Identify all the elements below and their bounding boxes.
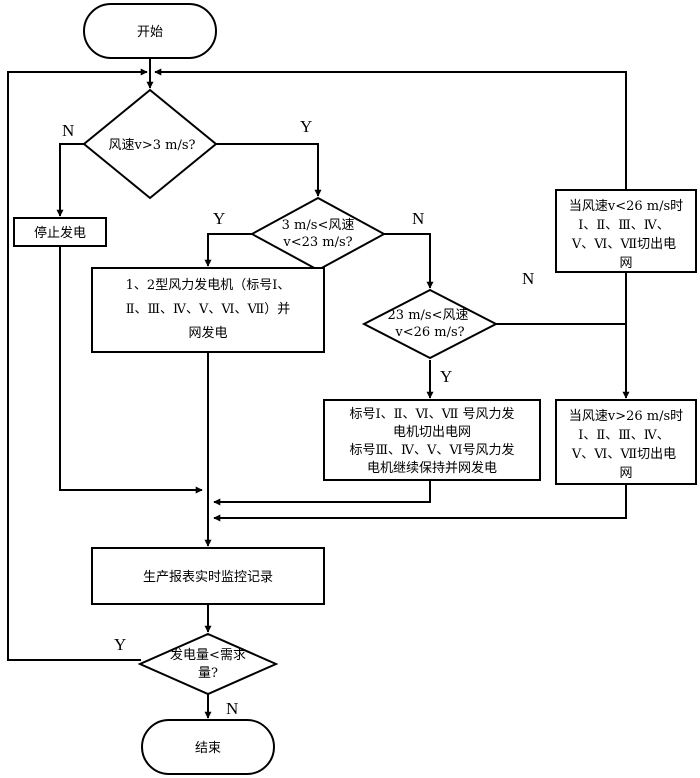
loop-right-return xyxy=(154,68,627,190)
decision-wind-over-3-label: 风速v>3 m/s? xyxy=(109,138,196,153)
decision-wind-3-to-23-line1: 3 m/s<风速 xyxy=(282,218,355,233)
end-node: 结束 xyxy=(141,719,275,775)
decision-demand: 发电量<需求 量? xyxy=(137,632,279,696)
label-demand-yes: Y xyxy=(114,635,126,654)
label-check3-yes: Y xyxy=(300,117,312,136)
start-label: 开始 xyxy=(137,25,163,40)
arrow-check26-no xyxy=(496,323,630,399)
arrow-check23-yes xyxy=(204,233,252,267)
arrow-stopgen-merge xyxy=(59,246,203,494)
process-production-report-label: 生产报表实时监控记录 xyxy=(143,570,273,585)
process-all-grid-generation-line3: 网发电 xyxy=(188,325,227,341)
loop-demand-yes xyxy=(7,68,148,661)
process-partial-cut-out: 标号Ⅰ、Ⅱ、Ⅵ、Ⅶ 号风力发 电机切出电网 标号Ⅲ、Ⅳ、Ⅴ、Ⅵ号风力发 电机继续… xyxy=(323,399,541,481)
process-production-report: 生产报表实时监控记录 xyxy=(91,547,325,605)
process-partial-cut-out-line3: 标号Ⅲ、Ⅳ、Ⅴ、Ⅵ号风力发 xyxy=(350,442,515,458)
arrow-check3-yes xyxy=(216,143,322,197)
arrow-check23-no xyxy=(384,233,434,289)
branch-labels: N Y Y N N Y Y N xyxy=(62,117,534,718)
label-check26-yes: Y xyxy=(440,367,452,386)
process-cut-out-above-26-line2: Ⅰ、Ⅱ、Ⅲ、Ⅳ、 xyxy=(578,428,670,443)
process-cut-out-above-26: 当风速v>26 m/s时 Ⅰ、Ⅱ、Ⅲ、Ⅳ、 Ⅴ、Ⅵ、Ⅶ切出电 网 xyxy=(555,399,697,485)
decision-wind-3-to-23-line2: v<23 m/s? xyxy=(282,235,352,250)
arrow-partialcut-merge xyxy=(213,480,431,506)
decision-demand-line2: 量? xyxy=(198,666,218,681)
decision-demand-line1: 发电量<需求 xyxy=(170,647,246,663)
process-cut-out-below-26-line1: 当风速v<26 m/s时 xyxy=(569,199,683,214)
process-cut-out-below-26-line3: Ⅴ、Ⅵ、Ⅶ切出电 xyxy=(571,237,676,252)
connectors xyxy=(7,58,630,719)
process-cut-out-below-26-line2: Ⅰ、Ⅱ、Ⅲ、Ⅳ、 xyxy=(578,218,670,233)
process-partial-cut-out-line1: 标号Ⅰ、Ⅱ、Ⅵ、Ⅶ 号风力发 xyxy=(350,406,515,422)
process-all-grid-generation: 1、2型风力发电机（标号Ⅰ、 Ⅱ、Ⅲ、Ⅳ、Ⅴ、Ⅵ、Ⅶ）并 网发电 xyxy=(91,267,325,353)
label-check26-no: N xyxy=(522,269,534,288)
process-all-grid-generation-line1: 1、2型风力发电机（标号Ⅰ、 xyxy=(126,277,291,293)
decision-wind-23-to-26-line2: v<26 m/s? xyxy=(394,325,464,340)
arrow-cutabove-merge xyxy=(213,484,627,522)
label-check3-no: N xyxy=(62,121,74,140)
process-cut-out-above-26-line3: Ⅴ、Ⅵ、Ⅶ切出电 xyxy=(571,447,676,462)
process-cut-out-below-26: 当风速v<26 m/s时 Ⅰ、Ⅱ、Ⅲ、Ⅳ、 Ⅴ、Ⅵ、Ⅶ切出电 网 xyxy=(555,189,697,273)
process-stop-generation-label: 停止发电 xyxy=(34,225,86,241)
label-check23-no: N xyxy=(412,209,424,228)
label-demand-no: N xyxy=(226,699,238,718)
decision-wind-23-to-26-line1: 23 m/s<风速 xyxy=(388,308,469,323)
label-check23-yes: Y xyxy=(213,209,225,228)
decision-wind-23-to-26: 23 m/s<风速 v<26 m/s? xyxy=(361,288,499,360)
process-cut-out-above-26-line4: 网 xyxy=(619,466,632,481)
arrow-check3-no xyxy=(56,143,84,217)
decision-wind-over-3: 风速v>3 m/s? xyxy=(82,88,218,200)
process-cut-out-below-26-line4: 网 xyxy=(619,256,632,271)
process-stop-generation: 停止发电 xyxy=(13,217,107,247)
process-all-grid-generation-line2: Ⅱ、Ⅲ、Ⅳ、Ⅴ、Ⅵ、Ⅶ）并 xyxy=(126,302,291,317)
process-partial-cut-out-line2: 电机切出电网 xyxy=(393,425,471,440)
start-node: 开始 xyxy=(83,3,217,59)
process-partial-cut-out-line4: 电机继续保持并网发电 xyxy=(367,460,497,476)
end-label: 结束 xyxy=(195,741,221,756)
process-cut-out-above-26-line1: 当风速v>26 m/s时 xyxy=(569,409,683,424)
decision-wind-3-to-23: 3 m/s<风速 v<23 m/s? xyxy=(249,196,387,272)
